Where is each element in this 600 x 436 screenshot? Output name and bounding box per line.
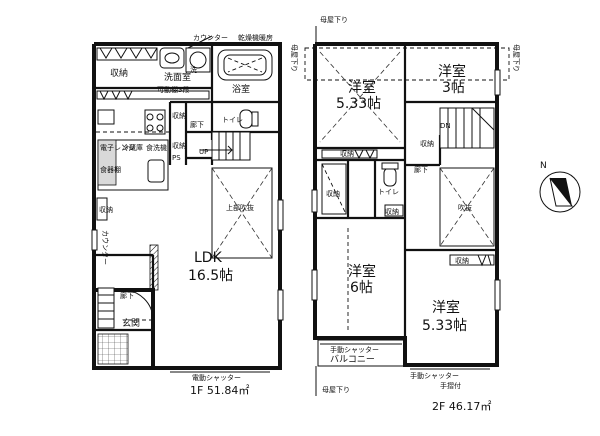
label-food: 食洗機 xyxy=(146,143,167,152)
label-side-closet: 収納 xyxy=(99,205,113,214)
wash-basin xyxy=(159,47,185,69)
void-2f xyxy=(439,167,495,247)
label-ldk: LDK xyxy=(194,250,223,266)
toilet-2f xyxy=(383,167,397,187)
label-closet-a-2f: 収納 xyxy=(340,149,354,158)
label-hall-entrance: 廊下 xyxy=(120,291,134,300)
f2-outer-wall xyxy=(313,42,499,367)
label-cupboard: 電子レンジ xyxy=(100,144,135,152)
label-closet-c-2f: 収納 xyxy=(326,189,340,198)
label-ps: PS xyxy=(172,154,181,162)
label-up: UP xyxy=(199,148,208,156)
stairs-1f xyxy=(200,131,251,161)
floor-1: カウンター 乾燥機暖房 収納 洗 洗面室 可動棚3段 浴室 廊下 トイレ 収納 … xyxy=(91,33,284,397)
label-washroom: 洗面室 xyxy=(164,71,191,83)
label-balcony: バルコニー xyxy=(330,354,375,365)
label-closet-b: 収納 xyxy=(172,141,186,150)
label-bath: 浴室 xyxy=(232,83,250,95)
label-eave-right: 母屋下り xyxy=(512,44,520,72)
label-eave-left: 母屋下り xyxy=(290,44,298,72)
balcony xyxy=(317,339,405,367)
movable-shelf xyxy=(96,90,210,100)
closet-hall xyxy=(321,149,378,159)
label-shutter1-2f: 手動シャッター xyxy=(330,345,379,354)
label-handrail: 手摺付 xyxy=(440,381,461,390)
label-shutter2-2f: 手動シャッター xyxy=(410,371,459,380)
label-ldk-size: 16.5帖 xyxy=(188,268,233,284)
label-counter-top: カウンター xyxy=(193,33,228,42)
label-dn: DN xyxy=(440,122,451,130)
label-shelf: 可動棚3段 xyxy=(157,85,189,94)
label-shutter-1f: 電動シャッター xyxy=(192,373,241,382)
label-upper-void: 上部吹抜 xyxy=(226,203,254,212)
compass: N xyxy=(539,161,581,213)
label-room1: 洋室 xyxy=(348,79,376,96)
label-eave-bottom: 母屋下り xyxy=(322,386,350,394)
label-room2: 洋室 xyxy=(438,63,466,80)
compass-north-label: N xyxy=(540,161,547,171)
upper-void-1f xyxy=(211,167,273,259)
kitchen-unit xyxy=(96,109,170,191)
side-closet xyxy=(96,197,108,221)
label-hall-1f: 廊下 xyxy=(190,120,204,129)
label-room3-size: 6帖 xyxy=(350,280,373,296)
label-entrance: 玄関 xyxy=(122,317,140,329)
label-eave-top: 母屋下り xyxy=(320,16,348,24)
label-dryer: 乾燥機暖房 xyxy=(238,33,273,42)
label-closet-d-2f: 収納 xyxy=(385,207,399,216)
closet-room4 xyxy=(449,254,495,266)
label-appliance: 食器棚 xyxy=(100,165,121,174)
label-closet-b-2f: 収納 xyxy=(420,139,434,148)
label-range: 冷蔵庫 xyxy=(122,143,143,152)
label-room1-size: 5.33帖 xyxy=(336,96,381,112)
label-hall-2f: 廊下 xyxy=(414,165,428,174)
counter-strip xyxy=(149,244,159,291)
f1-entrance-wall xyxy=(92,290,153,370)
compass-icon xyxy=(539,171,581,213)
label-wash: 洗 xyxy=(190,65,197,74)
entrance-tiles xyxy=(97,333,129,365)
label-void-2f: 吹抜 xyxy=(458,203,472,212)
area-2f: 2F 46.17㎡ xyxy=(432,400,491,413)
stairs-2f xyxy=(439,107,495,149)
label-toilet-1f: トイレ xyxy=(222,116,243,124)
label-toilet-2f: トイレ xyxy=(378,188,399,196)
label-counter-side: カウンター xyxy=(101,230,110,265)
label-washroom-closet: 収納 xyxy=(110,67,128,79)
label-room3: 洋室 xyxy=(348,263,376,280)
label-room4: 洋室 xyxy=(432,299,460,316)
label-closet-e-2f: 収納 xyxy=(455,256,469,265)
label-closet-a: 収納 xyxy=(172,111,186,120)
label-room2-size: 3帖 xyxy=(442,80,465,96)
label-room4-size: 5.33帖 xyxy=(422,318,467,334)
area-1f: 1F 51.84㎡ xyxy=(190,384,249,397)
shoe-cabinet xyxy=(97,287,115,329)
floor-2: 母屋下り 母屋下り 母屋下り 洋室 5.33帖 洋室 3帖 DN 収納 収納 廊… xyxy=(290,16,520,413)
